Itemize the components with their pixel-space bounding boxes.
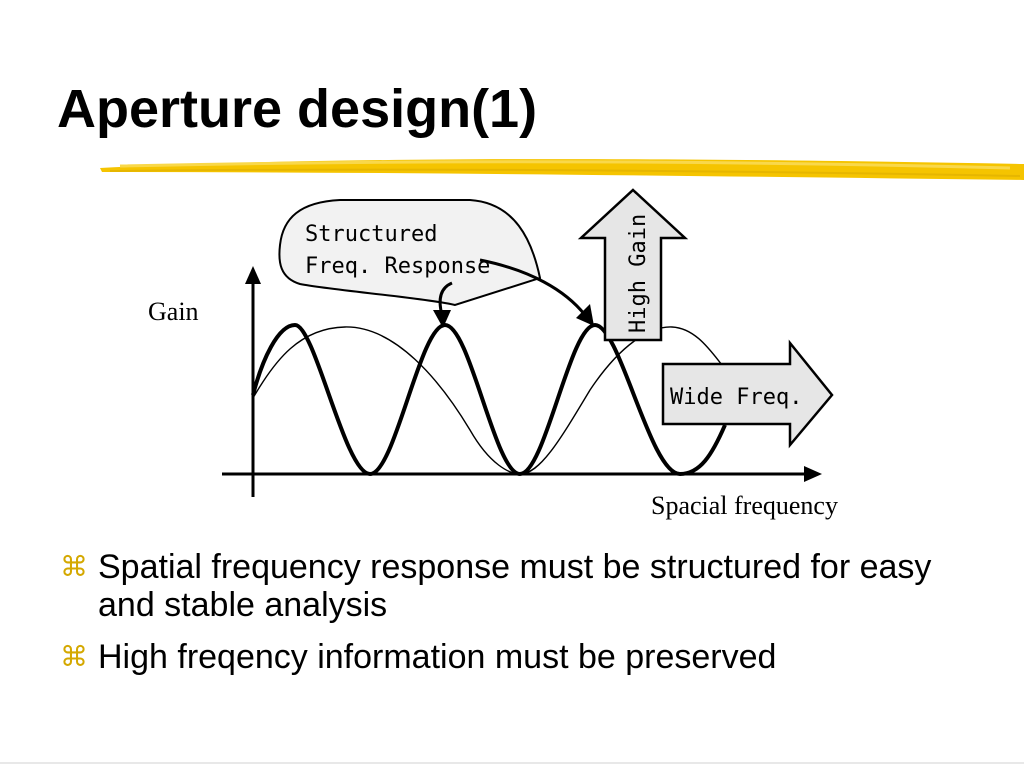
slide-title: Aperture design(1) [57,79,538,139]
wide-freq-arrow-label: Wide Freq. [670,385,802,410]
bullet-item: ⌘ High freqency information must be pres… [60,638,960,676]
bullet-text: High freqency information must be preser… [98,638,777,676]
callout-pointer-2 [479,258,587,316]
structured-response-curve [251,322,727,477]
callout-pointer-1-head [433,310,451,328]
bullet-item: ⌘ Spatial frequency response must be str… [60,548,960,624]
command-key-icon: ⌘ [60,640,88,673]
x-axis-label: Spacial frequency [651,491,838,520]
callout-line-1: Structured [305,222,437,247]
high-gain-arrow-label: High Gain [626,214,651,333]
callout-pointer-2-head [576,304,594,326]
wide-freq-arrow [661,339,834,449]
bullet-text: Spatial frequency response must be struc… [98,548,932,624]
bullet-list: ⌘ Spatial frequency response must be str… [60,548,960,690]
callout-line-2: Freq. Response [305,254,490,279]
x-axis-arrowhead [804,466,822,482]
y-axis-arrowhead [245,266,261,284]
y-axis-label: Gain [148,297,199,326]
callout-bubble [278,199,542,307]
wide-response-curve [252,326,723,475]
title-underline [100,159,1024,180]
command-key-icon: ⌘ [60,550,88,583]
high-gain-arrow [577,188,689,342]
footer-divider [0,762,1024,764]
